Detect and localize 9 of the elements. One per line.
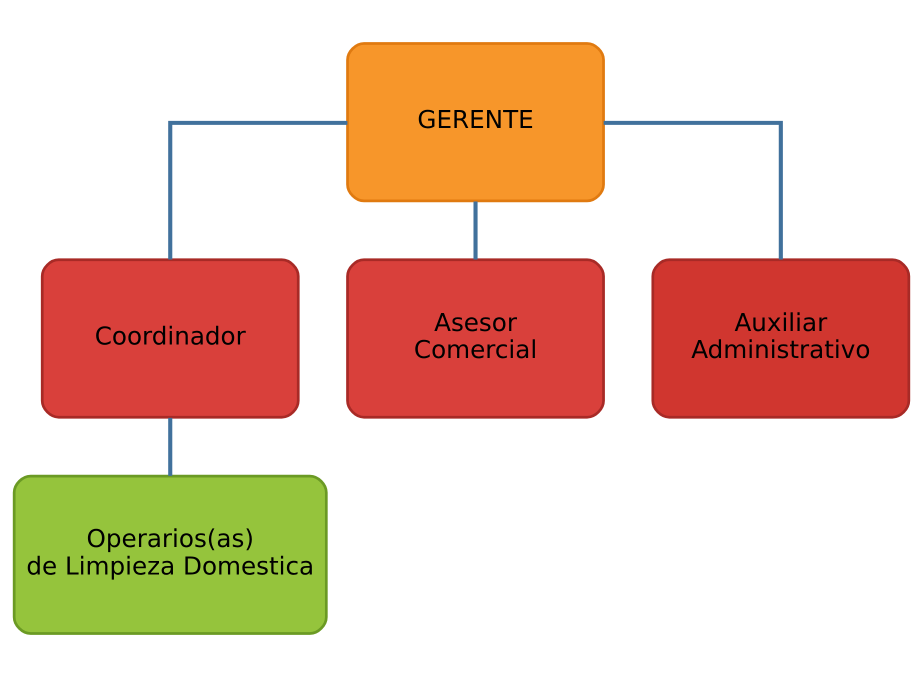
- node-box: Coordinador: [40, 258, 300, 418]
- node-box: Operarios(as) de Limpieza Domestica: [12, 474, 328, 634]
- connector: [604, 120, 783, 259]
- connector: [168, 120, 348, 259]
- node-box: Asesor Comercial: [346, 258, 605, 418]
- connector: [473, 201, 478, 260]
- node-box: Auxiliar Administrativo: [651, 258, 910, 418]
- node-box: GERENTE: [346, 42, 605, 202]
- connector: [168, 417, 172, 476]
